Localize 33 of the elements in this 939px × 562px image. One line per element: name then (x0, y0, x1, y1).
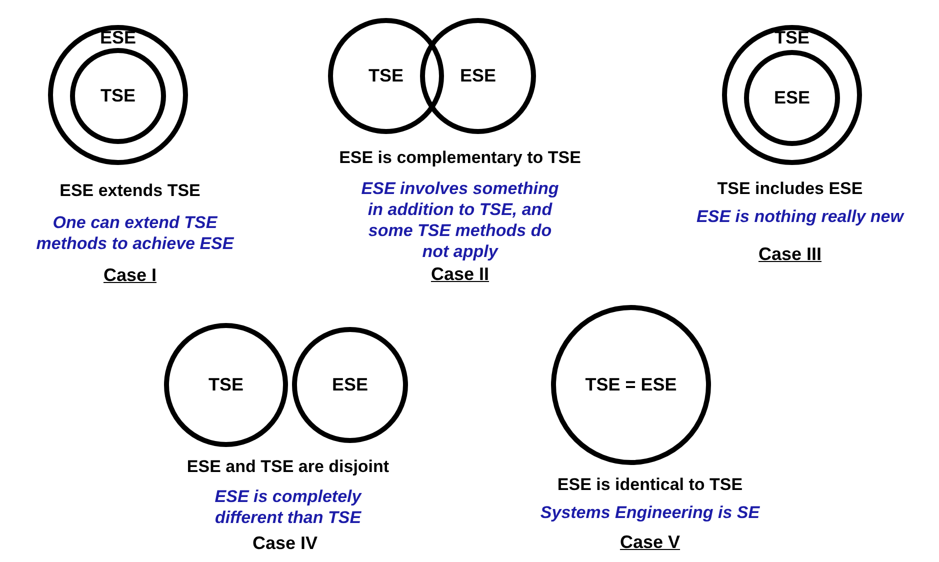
note: Systems Engineering is SE (540, 502, 760, 523)
circle-label: ESE (774, 88, 810, 108)
circle-label: TSE (774, 27, 810, 48)
circle-label: TSE (208, 374, 244, 396)
circle (48, 25, 188, 165)
circle-label: TSE (100, 86, 136, 106)
circle (164, 323, 288, 447)
statement: ESE and TSE are disjoint (186, 456, 390, 477)
note: ESE involves something in addition to TSE, and some TSE methods do not apply (360, 178, 560, 262)
note: ESE is nothing really new (696, 206, 904, 227)
circle-label: ESE (332, 374, 368, 396)
circle-label: TSE (368, 66, 404, 86)
note: One can extend TSE methods to achieve ESE (35, 212, 235, 254)
case-label: Case IV (252, 533, 318, 554)
circle (328, 18, 444, 134)
case-label: Case I (103, 265, 157, 286)
note: ESE is completely different than TSE (214, 486, 363, 528)
circle (70, 48, 166, 144)
statement: TSE includes ESE (717, 178, 863, 199)
statement: ESE is complementary to TSE (339, 147, 581, 168)
circle (292, 327, 408, 443)
circle (722, 25, 862, 165)
circle-label: TSE = ESE (585, 374, 677, 396)
case-label: Case V (620, 532, 680, 553)
circle (744, 50, 840, 146)
case-label: Case II (430, 264, 490, 285)
circle (420, 18, 536, 134)
statement: ESE is identical to TSE (557, 474, 743, 495)
case-label: Case III (758, 244, 822, 265)
circle-label: ESE (100, 27, 136, 48)
circle (551, 305, 711, 465)
statement: ESE extends TSE (60, 180, 200, 201)
circle-label: ESE (460, 66, 496, 86)
